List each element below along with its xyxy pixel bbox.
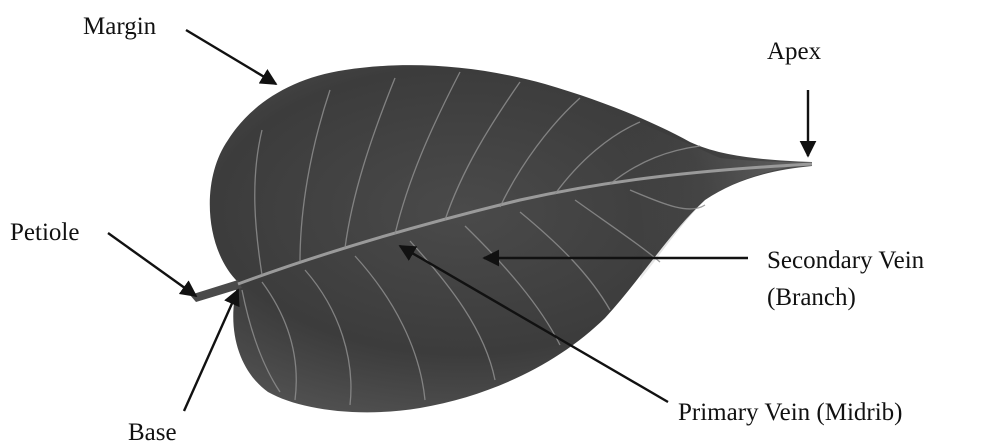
secondary-vein-label: Secondary Vein xyxy=(767,247,925,274)
base-label: Base xyxy=(128,419,177,445)
petiole-arrow xyxy=(108,233,196,296)
apex-label: Apex xyxy=(767,38,822,65)
margin-arrow xyxy=(186,30,276,84)
secondary-vein-branch-label: (Branch) xyxy=(767,284,856,311)
margin-label: Margin xyxy=(83,13,157,40)
leaf xyxy=(190,65,812,412)
base-arrow xyxy=(184,290,238,411)
petiole-label: Petiole xyxy=(10,219,79,246)
primary-vein-label: Primary Vein (Midrib) xyxy=(678,399,903,426)
